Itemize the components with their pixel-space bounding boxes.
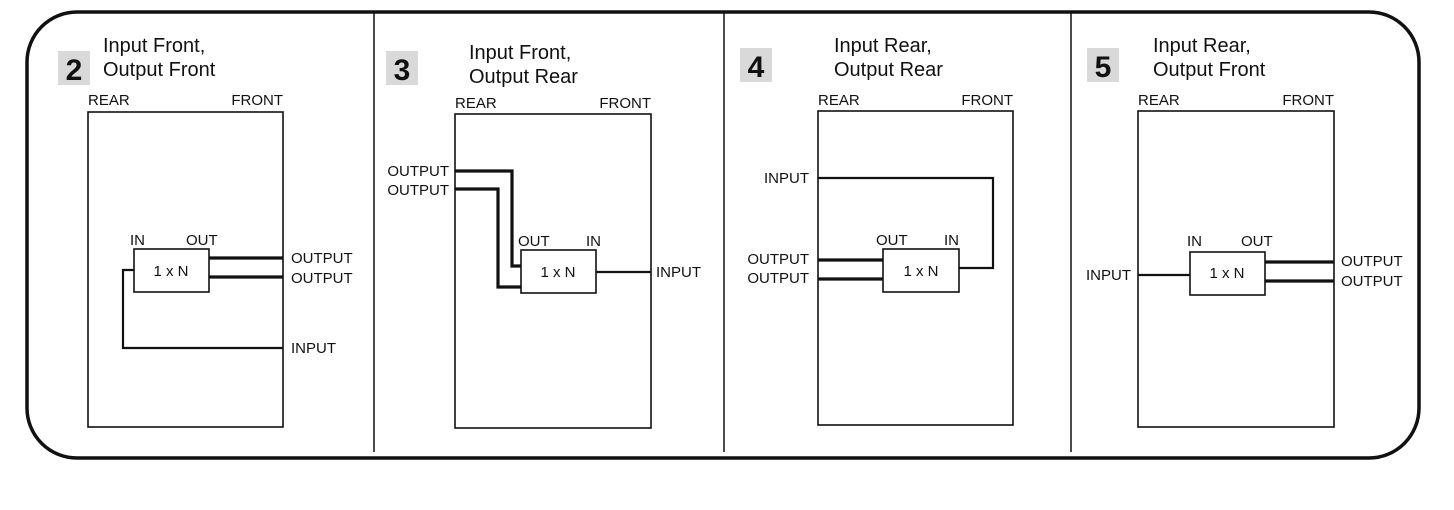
panel-title-line2: Output Rear — [469, 66, 578, 88]
panel-3: 3 Input Front, Output Rear REAR FRONT 1 … — [386, 42, 701, 429]
input-label: INPUT — [656, 264, 701, 281]
panel-title-line1: Input Rear, — [834, 35, 932, 57]
panel-4: 4 Input Rear, Output Rear REAR FRONT 1 x… — [740, 35, 1014, 426]
port-out-label: OUT — [186, 232, 218, 249]
panel-title-line2: Output Front — [103, 59, 216, 81]
output-label-2: OUTPUT — [747, 270, 809, 287]
splitter-module — [1189, 251, 1266, 296]
port-out-label: OUT — [1241, 233, 1273, 250]
panel-number-badge — [740, 48, 772, 82]
module-label: 1 x N — [153, 263, 188, 280]
port-in-label: IN — [130, 232, 145, 249]
port-out-label: OUT — [518, 233, 550, 250]
panel-number-badge — [58, 51, 90, 85]
panel-title-line2: Output Rear — [834, 59, 943, 81]
input-wire — [818, 176, 995, 270]
panel-number: 2 — [66, 54, 83, 87]
panel-5: 5 Input Rear, Output Front REAR FRONT 1 … — [1086, 35, 1403, 428]
rear-label: REAR — [1138, 92, 1180, 109]
input-wire — [121, 268, 283, 350]
splitter-module — [133, 248, 210, 293]
output-label-2: OUTPUT — [387, 182, 449, 199]
module-label: 1 x N — [540, 264, 575, 281]
panel-number: 4 — [748, 51, 765, 84]
panel-title-line1: Input Front, — [469, 42, 571, 64]
output-label-2: OUTPUT — [1341, 273, 1403, 290]
module-label: 1 x N — [903, 263, 938, 280]
front-label: FRONT — [231, 92, 283, 109]
rear-label: REAR — [455, 95, 497, 112]
rear-label: REAR — [818, 92, 860, 109]
panel-number-badge — [1087, 48, 1119, 82]
port-in-label: IN — [944, 232, 959, 249]
panel-number-badge — [386, 51, 418, 85]
port-out-label: OUT — [876, 232, 908, 249]
input-label: INPUT — [764, 170, 809, 187]
port-in-label: IN — [586, 233, 601, 250]
panel-title-line1: Input Rear, — [1153, 35, 1251, 57]
splitter-module — [520, 249, 597, 294]
input-label: INPUT — [291, 340, 336, 357]
panel-2: 2 Input Front, Output Front REAR FRONT 1… — [58, 35, 353, 428]
front-label: FRONT — [961, 92, 1013, 109]
module-label: 1 x N — [1209, 265, 1244, 282]
splitter-module — [882, 248, 960, 293]
panel-number: 5 — [1095, 51, 1112, 84]
panel-title-line1: Input Front, — [103, 35, 205, 57]
output-label-1: OUTPUT — [291, 250, 353, 267]
output-label-1: OUTPUT — [1341, 253, 1403, 270]
outer-frame — [25, 10, 1421, 460]
output-wire-2 — [455, 187, 521, 289]
rear-label: REAR — [88, 92, 130, 109]
output-label-1: OUTPUT — [747, 251, 809, 268]
output-label-1: OUTPUT — [387, 163, 449, 180]
output-wire-1 — [455, 169, 521, 268]
panel-number: 3 — [394, 54, 411, 87]
panel-title-line2: Output Front — [1153, 59, 1266, 81]
input-label: INPUT — [1086, 267, 1131, 284]
port-in-label: IN — [1187, 233, 1202, 250]
front-label: FRONT — [1282, 92, 1334, 109]
output-label-2: OUTPUT — [291, 270, 353, 287]
front-label: FRONT — [599, 95, 651, 112]
